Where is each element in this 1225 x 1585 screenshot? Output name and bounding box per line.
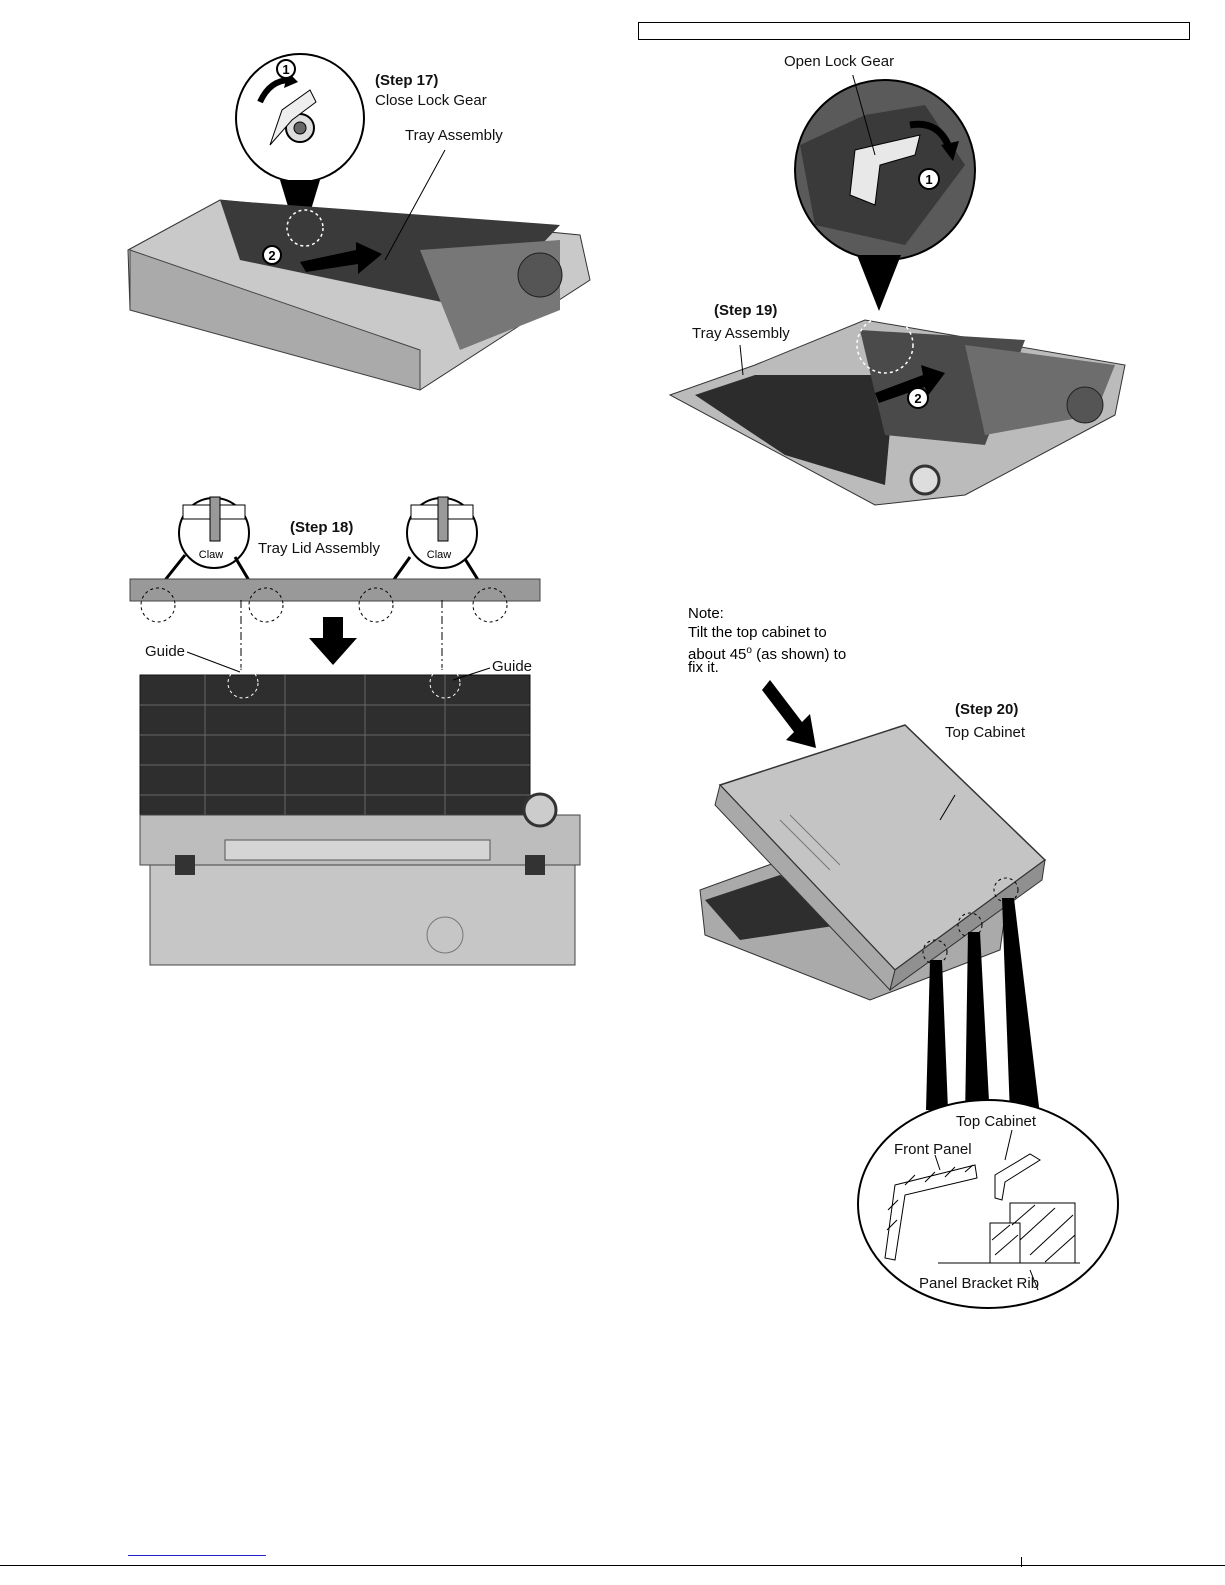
step20-figure xyxy=(690,670,1190,1310)
step18-figure: Claw Claw xyxy=(125,495,595,970)
step19-action-label: Open Lock Gear xyxy=(784,53,894,70)
step18-guide-right-label: Guide xyxy=(492,658,532,675)
step18-step-label: (Step 18) xyxy=(290,519,353,536)
step18-guide-left-label: Guide xyxy=(145,643,185,660)
footer-rule xyxy=(0,1565,1225,1566)
svg-text:Claw: Claw xyxy=(427,549,452,561)
svg-text:2: 2 xyxy=(268,248,275,263)
step18-guide-left-leader xyxy=(185,650,255,680)
step17-action-label: Close Lock Gear xyxy=(375,92,487,109)
svg-text:Claw: Claw xyxy=(199,549,224,561)
step17-step-label: (Step 17) xyxy=(375,72,438,89)
step20-detail-front-panel-label: Front Panel xyxy=(894,1141,972,1158)
svg-text:2: 2 xyxy=(914,391,921,406)
step20-detail-rib-label: Panel Bracket Rib xyxy=(919,1275,1039,1292)
note-line-2: Tilt the top cabinet to xyxy=(688,625,827,641)
step18-part-label: Tray Lid Assembly xyxy=(258,540,380,557)
note-heading: Note: xyxy=(688,606,724,622)
step19-figure: 1 2 xyxy=(665,75,1145,515)
svg-text:1: 1 xyxy=(282,62,289,77)
step20-part-label: Top Cabinet xyxy=(945,724,1025,741)
svg-text:1: 1 xyxy=(925,172,932,187)
step18-guide-right-leader xyxy=(448,660,498,685)
page-header-box xyxy=(638,22,1190,40)
step17-figure: 1 2 xyxy=(120,50,610,400)
step19-step-label: (Step 19) xyxy=(714,302,777,319)
footer-link-underline[interactable] xyxy=(128,1555,266,1556)
step17-part-label: Tray Assembly xyxy=(405,127,503,144)
step20-step-label: (Step 20) xyxy=(955,701,1018,718)
step20-detail-top-cabinet-label: Top Cabinet xyxy=(956,1113,1036,1130)
step19-part-label: Tray Assembly xyxy=(692,325,790,342)
